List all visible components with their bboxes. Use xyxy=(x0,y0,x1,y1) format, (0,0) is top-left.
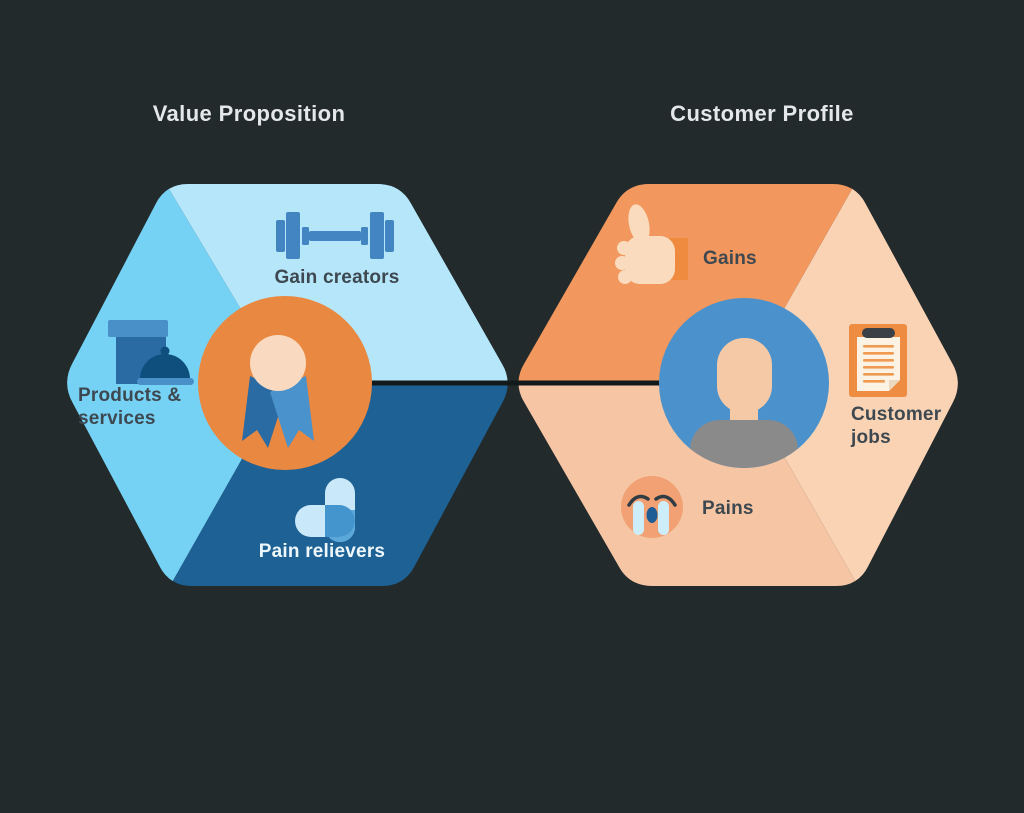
segment-gain-creators-wedge xyxy=(166,184,508,383)
person-avatar-icon xyxy=(690,338,798,468)
products-services-label: Products & services xyxy=(78,385,182,429)
crying-face-icon xyxy=(621,476,683,538)
gift-box-icon xyxy=(108,320,194,385)
gains-label: Gains xyxy=(703,248,757,269)
segment-pains-wedge xyxy=(518,383,858,586)
customer-profile-title: Customer Profile xyxy=(670,101,854,126)
clipboard-icon xyxy=(849,324,907,397)
value-proposition-title: Value Proposition xyxy=(152,101,346,126)
customer-jobs-label: Customer jobs xyxy=(851,404,942,448)
pains-label: Pains xyxy=(702,498,754,519)
pills-icon xyxy=(295,478,355,542)
pain-relievers-label: Pain relievers xyxy=(258,541,386,562)
gain-creators-label: Gain creators xyxy=(274,267,400,288)
thumbs-up-icon xyxy=(615,204,688,284)
award-ribbon-icon xyxy=(242,335,314,448)
dumbbell-icon xyxy=(276,212,394,259)
